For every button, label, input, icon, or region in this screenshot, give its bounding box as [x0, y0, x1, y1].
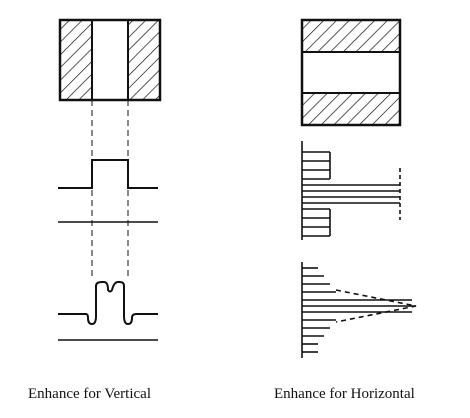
caption-vertical: Enhance for Vertical — [28, 386, 151, 402]
vertical-bars-object — [58, 18, 162, 102]
caption-horizontal: Enhance for Horizontal — [274, 386, 415, 402]
horizontal-bars-object — [300, 18, 402, 127]
projection-guides — [91, 100, 129, 280]
original-profile — [58, 159, 158, 223]
vertical-panel — [58, 18, 162, 341]
horizontal-panel — [300, 18, 417, 358]
enhanced-profile — [58, 281, 158, 341]
original-line-profile — [301, 141, 401, 240]
enhanced-line-profile — [301, 262, 417, 358]
